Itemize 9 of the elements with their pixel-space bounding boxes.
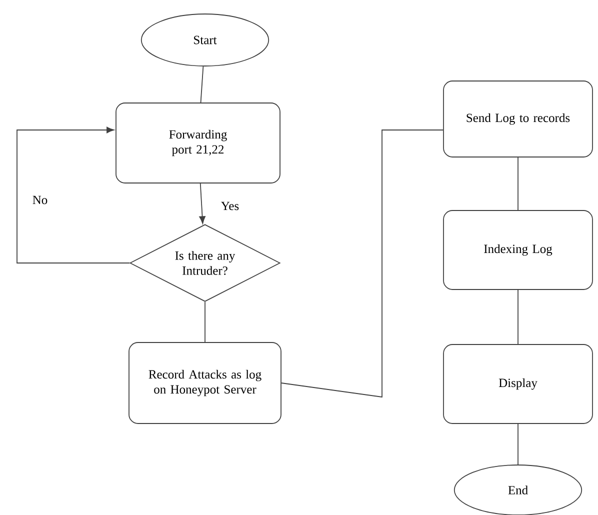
edge-label: No	[31, 194, 49, 206]
process-box: Record Attacks as log on Honeypot Server	[128, 342, 282, 424]
process-box: Send Log to records	[443, 80, 593, 158]
process-box: Indexing Log	[443, 210, 593, 290]
process-box: Display	[443, 344, 593, 424]
process-box: Forwarding port 21,22	[116, 102, 280, 184]
edge-label: Yes	[220, 200, 240, 212]
arrow	[199, 183, 206, 224]
arrow	[16, 126, 130, 264]
